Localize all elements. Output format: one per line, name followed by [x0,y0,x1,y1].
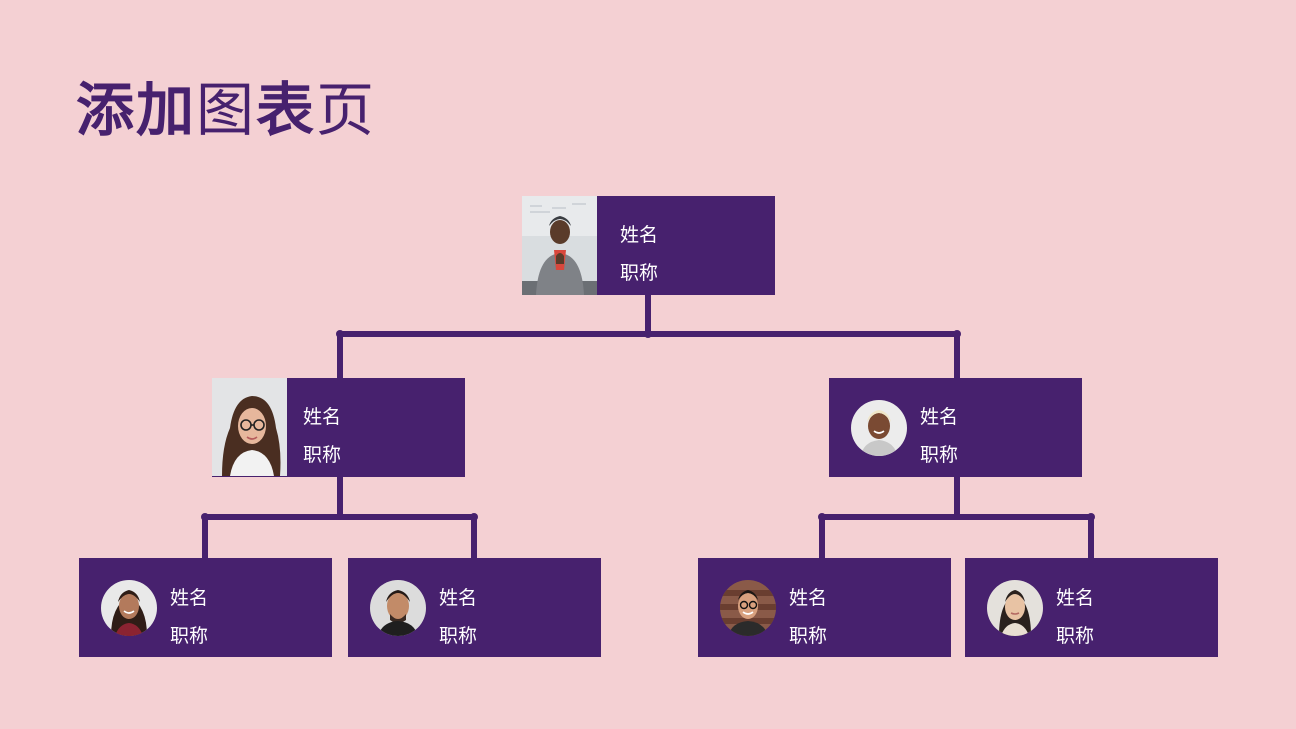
connector-dot [336,330,344,338]
person-name: 姓名 [789,587,828,609]
connector-dot [953,330,961,338]
person-photo [370,580,426,636]
connector-dot [1087,513,1095,521]
person-name: 姓名 [439,587,478,609]
person-photo [522,196,597,295]
person-photo [101,580,157,636]
person-title: 职称 [439,625,478,647]
person-title: 职称 [789,625,828,647]
org-card-left-report-2[interactable]: 姓名 职称 [348,558,601,657]
page-title-part-3: 表 [256,76,317,144]
person-name: 姓名 [1056,587,1095,609]
person-photo [212,378,287,477]
person-photo [720,580,776,636]
org-card-root[interactable]: 姓名 职称 [522,196,775,295]
org-card-right-manager[interactable]: 姓名 职称 [829,378,1082,477]
connector-dot [470,513,478,521]
person-title: 职称 [170,625,209,647]
connector-dot [201,513,209,521]
page-title-part-2: 图 [196,76,257,144]
page-title: 添加图表页 [76,74,376,146]
person-title: 职称 [920,444,959,466]
person-name: 姓名 [620,224,659,246]
org-card-left-report-1[interactable]: 姓名 职称 [79,558,332,657]
person-name: 姓名 [920,406,959,428]
person-title: 职称 [303,444,342,466]
person-name: 姓名 [170,587,209,609]
connector-dot [818,513,826,521]
org-card-right-report-2[interactable]: 姓名 职称 [965,558,1218,657]
person-title: 职称 [1056,625,1095,647]
person-photo [851,400,907,456]
page-title-part-4: 页 [316,76,377,144]
org-card-right-report-1[interactable]: 姓名 职称 [698,558,951,657]
connector-dot [644,330,652,338]
person-name: 姓名 [303,406,342,428]
page-title-part-1: 添加 [76,76,197,144]
person-photo [987,580,1043,636]
person-title: 职称 [620,262,659,284]
org-card-left-manager[interactable]: 姓名 职称 [212,378,465,477]
